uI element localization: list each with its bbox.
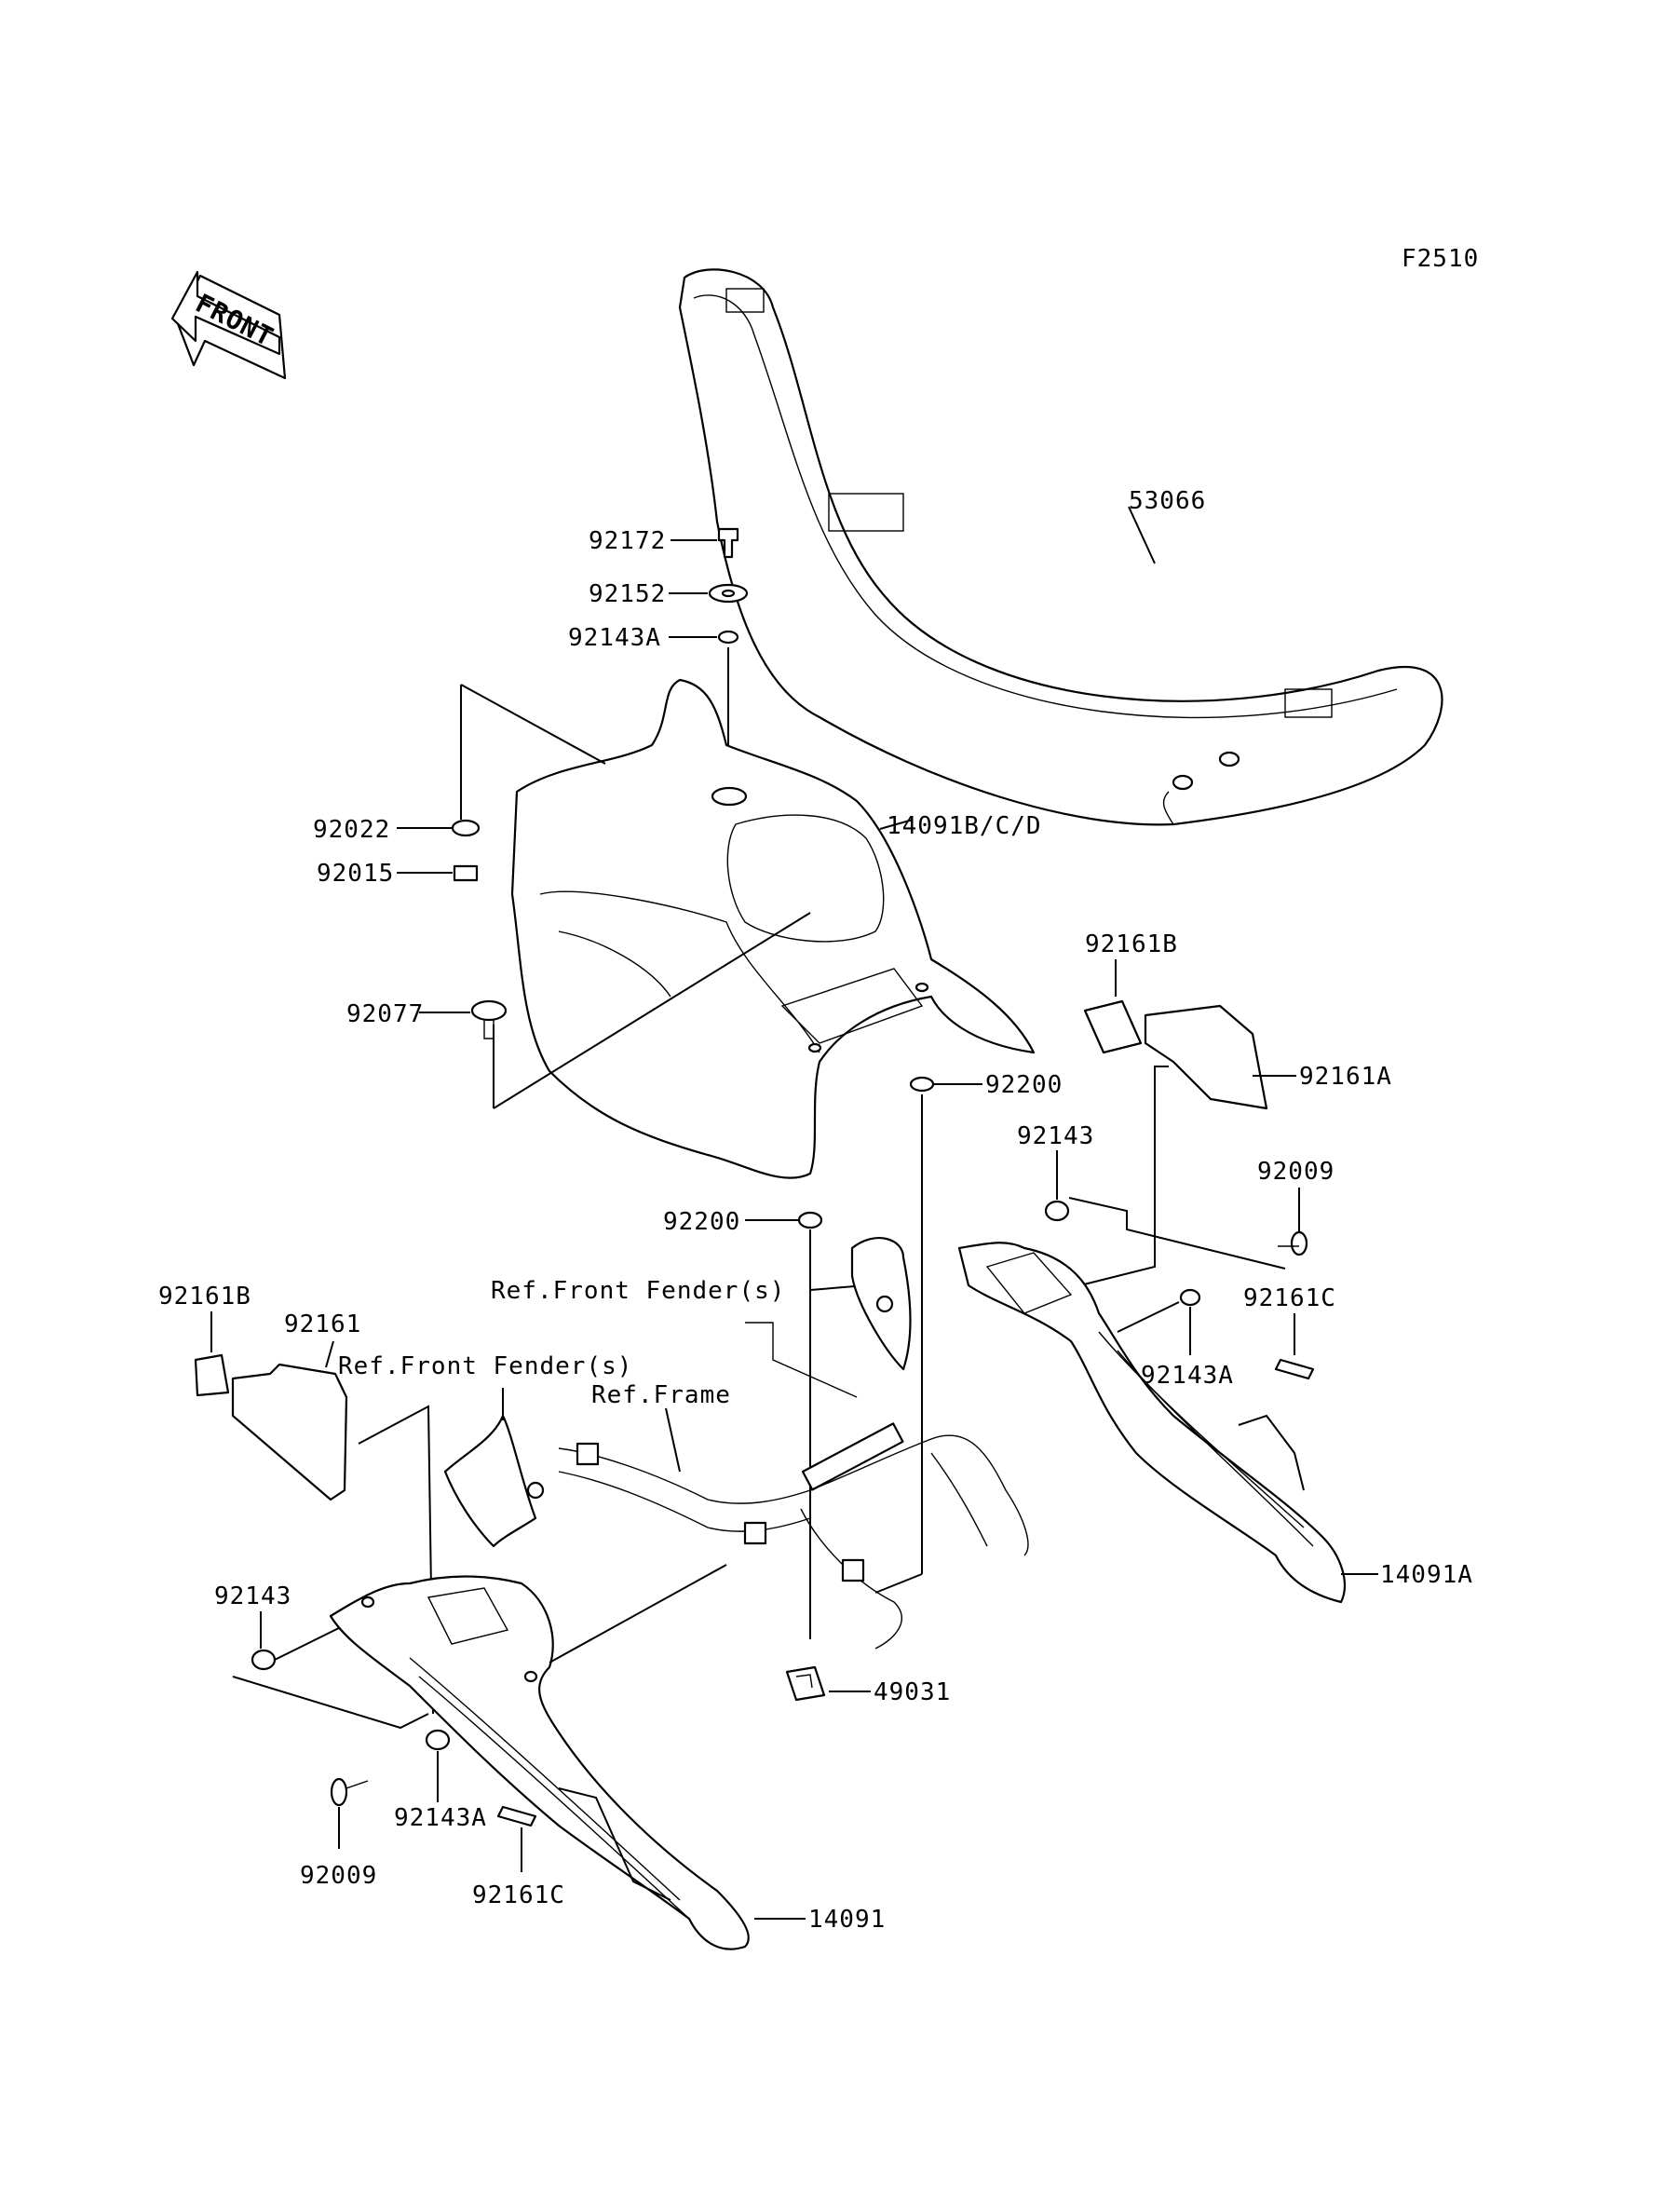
side-cover-14091 [329, 1575, 750, 1950]
label-92200-upper: 92200 [985, 1071, 1063, 1099]
side-cover-14091a [957, 1242, 1346, 1604]
strip-92161c-right [1274, 1358, 1315, 1380]
label-92077: 92077 [346, 1000, 424, 1028]
label-92009-right: 92009 [1257, 1158, 1335, 1186]
label-14091: 14091 [808, 1906, 886, 1934]
rear-fender-14091bcd [510, 678, 1036, 1179]
washer-92143a-right [1179, 1288, 1201, 1307]
leader-53066 [1128, 506, 1156, 564]
strip-92161c-left [496, 1805, 537, 1827]
label-92200-lower: 92200 [663, 1208, 740, 1236]
nut-92200-lower [797, 1211, 823, 1229]
label-92172: 92172 [589, 527, 666, 555]
ref-frame: Ref.Frame [591, 1381, 731, 1409]
label-92161a: 92161A [1299, 1063, 1392, 1091]
nut-92015 [453, 864, 479, 882]
label-49031: 49031 [874, 1678, 951, 1706]
screw-92009-left [330, 1777, 369, 1807]
front-fender-bracket-left [443, 1414, 545, 1548]
label-92161c-right: 92161C [1243, 1284, 1336, 1312]
label-92143a-left: 92143A [394, 1804, 487, 1832]
label-92015: 92015 [317, 860, 394, 888]
nut-92200-upper [909, 1076, 935, 1093]
washer-92152 [708, 583, 749, 604]
ref-front-fender-upper: Ref.Front Fender(s) [491, 1277, 785, 1305]
label-92009-left: 92009 [300, 1862, 377, 1890]
label-92143-right: 92143 [1017, 1122, 1094, 1150]
bolt-92172 [717, 527, 739, 559]
label-92161b-left: 92161B [158, 1283, 251, 1310]
pad-92161b-left [194, 1353, 230, 1397]
label-92161b-right: 92161B [1085, 930, 1178, 958]
figure-code: F2510 [1402, 245, 1479, 273]
grommet-92143-right [1044, 1200, 1070, 1222]
ref-front-fender-left: Ref.Front Fender(s) [338, 1352, 632, 1380]
seat-53066 [678, 268, 1443, 826]
grommet-92143a-top [717, 630, 739, 645]
clip-92077 [470, 999, 508, 1039]
front-fender-bracket-right [850, 1237, 912, 1371]
pad-92161a [1144, 1004, 1268, 1110]
washer-92143a-left [425, 1729, 451, 1751]
grommet-92143-left [251, 1649, 277, 1671]
label-92022: 92022 [313, 816, 390, 844]
label-92143a-top: 92143A [568, 624, 661, 652]
label-92161c-left: 92161C [472, 1881, 565, 1909]
label-53066: 53066 [1129, 487, 1206, 515]
pad-92161b-right [1083, 999, 1143, 1054]
front-direction-arrow-icon: FRONT [170, 270, 287, 380]
washer-92022 [451, 819, 481, 837]
label-92143a-right: 92143A [1141, 1362, 1234, 1390]
label-92143-left: 92143 [214, 1582, 291, 1610]
pad-92161 [231, 1363, 348, 1501]
label-14091bcd: 14091B/C/D [887, 812, 1042, 840]
label-92152: 92152 [589, 580, 666, 608]
label-92161: 92161 [284, 1310, 361, 1338]
label-14091a: 14091A [1380, 1561, 1473, 1589]
clip-49031 [785, 1665, 826, 1702]
screw-92009-right [1278, 1230, 1308, 1256]
frame [558, 1322, 1029, 1650]
